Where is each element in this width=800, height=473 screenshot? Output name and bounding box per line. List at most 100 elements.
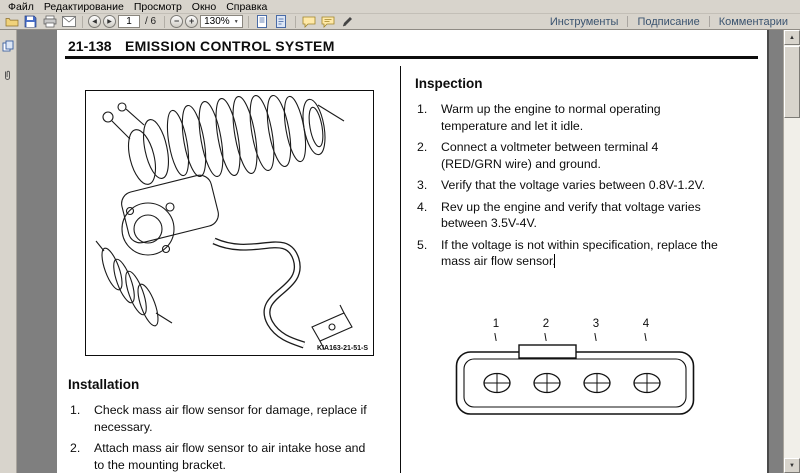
terminal-pointer (494, 332, 497, 342)
toolbar-separator (247, 15, 249, 28)
minus-icon: − (173, 16, 180, 26)
printer-icon (43, 15, 56, 28)
paperclip-icon (5, 70, 10, 80)
single-page-button[interactable] (273, 14, 290, 29)
installation-heading: Installation (68, 377, 140, 392)
menu-window[interactable]: Окно (191, 0, 217, 13)
chevron-down-icon: ▼ (233, 18, 239, 25)
page-title: EMISSION CONTROL SYSTEM (125, 38, 335, 54)
item-text: If the voltage is not within specificati… (441, 237, 718, 269)
item-text: Warm up the engine to normal operating t… (441, 102, 661, 133)
list-item: 1. Warm up the engine to normal operatin… (417, 101, 718, 134)
single-page-icon (276, 15, 287, 28)
item-number: 1. (70, 403, 81, 417)
item-text: Connect a voltmeter between terminal 4 (… (441, 140, 659, 171)
page-thumbnails-button[interactable] (2, 39, 14, 57)
open-folder-icon (5, 17, 18, 26)
scroll-up-button[interactable]: ▲ (784, 30, 800, 45)
scrollbar-thumb[interactable] (784, 46, 800, 118)
menu-edit[interactable]: Редактирование (43, 0, 124, 13)
scrolling-mode-button[interactable] (254, 14, 271, 29)
pdf-page: 21-138 EMISSION CONTROL SYSTEM (57, 30, 769, 473)
menu-help[interactable]: Справка (226, 0, 268, 13)
save-button[interactable] (22, 14, 39, 29)
sign-panel-link[interactable]: Подписание (637, 15, 700, 28)
item-number: 1. (417, 102, 428, 116)
list-item: 4. Rev up the engine and verify that vol… (417, 199, 718, 232)
zoom-out-button[interactable]: − (170, 15, 184, 28)
item-text: Attach mass air flow sensor to air intak… (94, 441, 366, 472)
page-scroll-icon (257, 15, 268, 28)
plus-icon: + (188, 16, 195, 26)
panel-separator (627, 16, 629, 27)
figure-caption: KIA163-21-51-S (317, 345, 368, 352)
terminal-pointer (594, 332, 597, 342)
item-number: 2. (417, 140, 428, 154)
print-button[interactable] (41, 14, 58, 29)
item-text: Verify that the voltage varies between 0… (441, 178, 706, 192)
scroll-down-button[interactable]: ▼ (784, 458, 800, 473)
email-button[interactable] (60, 14, 77, 29)
terminal-number: 4 (642, 318, 650, 330)
terminal-number: 3 (592, 318, 600, 330)
toolbar-panels: Инструменты Подписание Комментарии (541, 14, 797, 29)
tools-panel-link[interactable]: Инструменты (549, 15, 619, 28)
item-number: 3. (417, 178, 428, 192)
item-text: Rev up the engine and verify that voltag… (441, 199, 701, 231)
viewer-body: 21-138 EMISSION CONTROL SYSTEM (0, 30, 800, 473)
review-button[interactable] (320, 14, 337, 29)
list-item: 5. If the voltage is not within specific… (417, 237, 718, 270)
vertical-scrollbar[interactable]: ▲ ▼ (783, 30, 800, 473)
maf-sensor-illustration (95, 94, 353, 350)
sign-button[interactable] (339, 14, 356, 29)
installation-list: 1. Check mass air flow sensor for damage… (70, 402, 367, 473)
list-item: 3. Verify that the voltage varies betwee… (417, 177, 718, 194)
list-item: 2. Attach mass air flow sensor to air in… (70, 440, 367, 473)
header-rule (65, 56, 758, 59)
zoom-level-select[interactable]: 130% ▼ (200, 15, 243, 28)
page-number-input[interactable] (118, 15, 140, 28)
inspection-heading: Inspection (415, 76, 483, 91)
navigation-rail (0, 30, 17, 473)
toolbar-separator (82, 15, 83, 28)
floppy-save-icon (24, 15, 37, 28)
text-cursor (554, 254, 555, 268)
terminal-number: 1 (492, 318, 500, 330)
terminal-pointer (544, 332, 547, 342)
inspection-list: 1. Warm up the engine to normal operatin… (417, 101, 718, 275)
envelope-icon (61, 16, 76, 27)
figure-box: KIA163-21-51-S (85, 90, 374, 356)
toolbar: ◀ ▶ / 6 − + 130% ▼ Инструменты По (0, 14, 800, 30)
connector-drawing (455, 344, 695, 415)
zoom-in-button[interactable]: + (185, 15, 199, 28)
prev-arrow-icon: ◀ (92, 18, 97, 25)
terminal-pointer (644, 332, 647, 342)
next-page-button[interactable]: ▶ (103, 15, 116, 28)
zoom-level-value: 130% (204, 16, 230, 27)
menu-view[interactable]: Просмотр (133, 0, 182, 13)
speech-bubble-icon (302, 16, 316, 28)
list-item: 2. Connect a voltmeter between terminal … (417, 139, 718, 172)
panel-separator (708, 16, 710, 27)
page-total-label: / 6 (145, 16, 157, 27)
item-text: Check mass air flow sensor for damage, r… (94, 403, 367, 434)
menu-file[interactable]: Файл (8, 0, 34, 13)
item-number: 2. (70, 441, 81, 455)
terminal-number: 2 (542, 318, 550, 330)
item-number: 5. (417, 237, 428, 252)
previous-page-button[interactable]: ◀ (88, 15, 101, 28)
item-number: 4. (417, 199, 428, 214)
toolbar-separator (164, 15, 166, 28)
manual-page-number: 21-138 (68, 38, 112, 54)
pen-icon (342, 17, 352, 27)
comments-panel-link[interactable]: Комментарии (718, 15, 788, 28)
menu-bar: Файл Редактирование Просмотр Окно Справк… (0, 0, 800, 14)
attachments-button[interactable] (2, 68, 14, 86)
toolbar-separator (294, 15, 296, 28)
comment-button[interactable] (301, 14, 318, 29)
annotation-bubble-icon (321, 16, 335, 28)
list-item: 1. Check mass air flow sensor for damage… (70, 402, 367, 435)
connector-diagram (455, 343, 695, 422)
open-button[interactable] (3, 14, 20, 29)
